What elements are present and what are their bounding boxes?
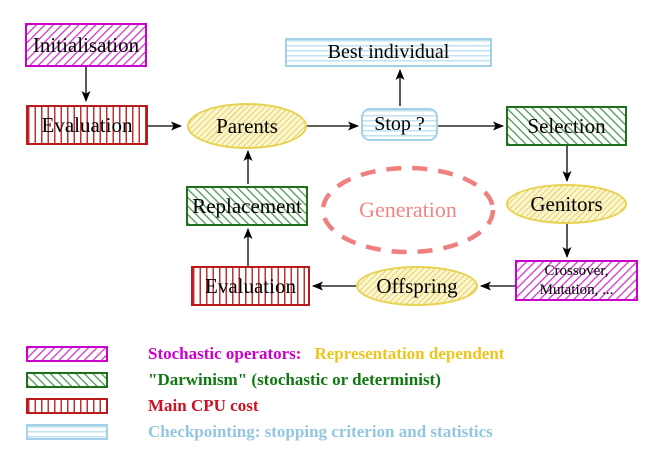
legend-swatch-green-hatch	[26, 372, 108, 388]
node-replacement-label: Replacement	[192, 193, 302, 218]
node-initialisation: Initialisation	[25, 23, 147, 67]
legend-label-cpu-cost: Main CPU cost	[148, 396, 259, 415]
node-offspring: Offspring	[356, 266, 478, 306]
node-crossover-mutation: Crossover, Mutation, ...	[515, 260, 638, 301]
legend-row-stochastic: Stochastic operators: Representation dep…	[26, 344, 505, 363]
legend-row-darwinism: "Darwinism" (stochastic or determinist)	[26, 370, 441, 389]
node-selection-label: Selection	[527, 113, 606, 138]
legend-row-checkpointing: Checkpointing: stopping criterion and st…	[26, 422, 493, 441]
legend-label-stochastic: Stochastic operators:	[148, 344, 302, 363]
legend-swatch-cyan-stripes	[26, 424, 108, 440]
node-stop-label: Stop ?	[374, 113, 425, 135]
node-evaluation-bottom-label: Evaluation	[205, 273, 296, 298]
node-crossover-line1: Crossover,	[544, 262, 609, 279]
node-best-individual-label: Best individual	[327, 41, 450, 63]
node-initialisation-label: Initialisation	[32, 32, 140, 57]
legend-row-cpu-cost: Main CPU cost	[26, 396, 259, 415]
node-best-individual: Best individual	[285, 38, 492, 67]
generation-text: Generation	[359, 197, 457, 222]
node-evaluation-top: Evaluation	[26, 105, 148, 145]
node-crossover-line2: Mutation, ...	[539, 281, 614, 298]
legend-label-representation: Representation dependent	[314, 344, 505, 363]
legend-swatch-red-stripes	[26, 398, 108, 414]
node-evaluation-bottom: Evaluation	[191, 266, 310, 306]
legend-label-checkpointing: Checkpointing: stopping criterion and st…	[148, 422, 493, 441]
node-parents: Parents	[187, 103, 307, 149]
diagram-arrows	[81, 67, 572, 291]
node-evaluation-top-label: Evaluation	[41, 112, 133, 137]
node-parents-label: Parents	[216, 113, 278, 138]
node-replacement: Replacement	[186, 186, 308, 226]
node-offspring-label: Offspring	[376, 273, 458, 298]
node-selection: Selection	[506, 106, 627, 146]
node-genitors: Genitors	[506, 184, 627, 224]
legend-label-darwinism: "Darwinism" (stochastic or determinist)	[148, 370, 441, 389]
node-stop: Stop ?	[361, 108, 438, 141]
legend-swatch-magenta-hatch	[26, 346, 108, 362]
generation-dashed-ellipse	[320, 165, 496, 255]
node-genitors-label: Genitors	[530, 191, 603, 216]
generation-cycle-label: Generation	[323, 168, 493, 252]
